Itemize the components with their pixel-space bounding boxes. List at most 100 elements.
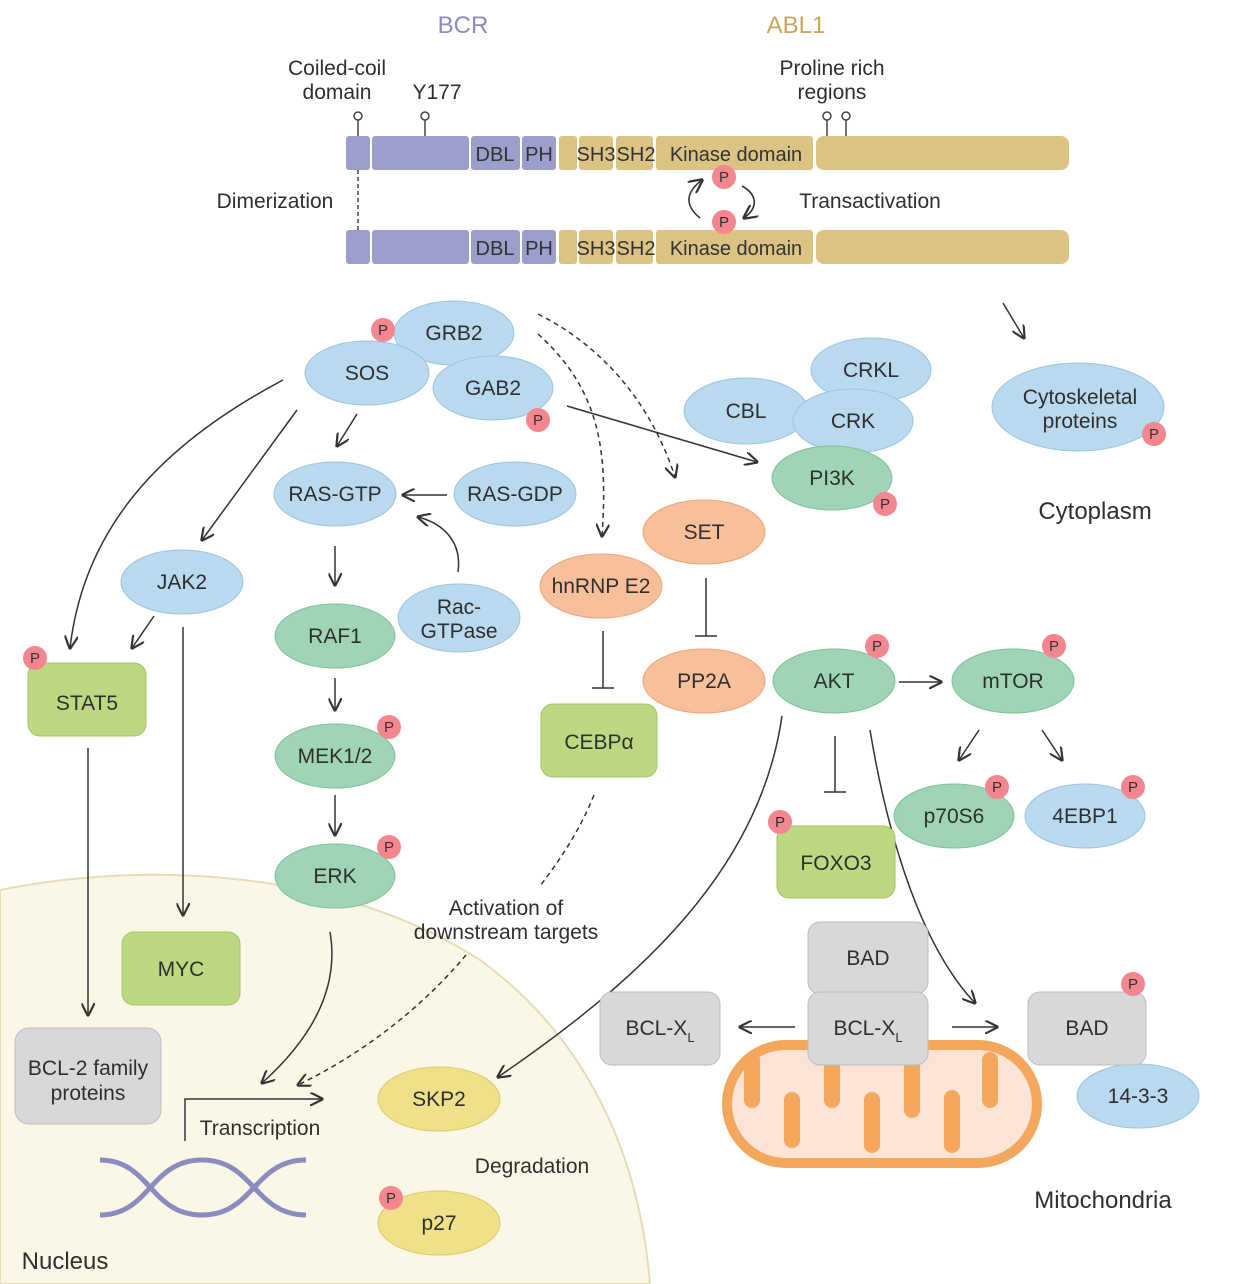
svg-text:hnRNP E2: hnRNP E2 — [552, 575, 651, 598]
svg-text:SKP2: SKP2 — [412, 1088, 466, 1111]
svg-text:P: P — [1049, 638, 1059, 655]
svg-text:SOS: SOS — [345, 362, 389, 385]
svg-text:RAS-GTP: RAS-GTP — [288, 483, 381, 506]
svg-text:MEK1/2: MEK1/2 — [298, 745, 373, 768]
node-skp2 — [377, 1066, 501, 1132]
phospho-mtor: P — [1042, 634, 1066, 658]
node-bcl2-family — [14, 1027, 162, 1125]
svg-text:BCL-XL: BCL-XL — [833, 1017, 902, 1045]
svg-text:P: P — [719, 169, 729, 186]
svg-text:P: P — [384, 719, 394, 736]
svg-text:GAB2: GAB2 — [465, 377, 521, 400]
phospho-gab2: P — [526, 408, 550, 432]
node-erk — [274, 843, 396, 909]
svg-text:RAS-GDP: RAS-GDP — [467, 483, 563, 506]
svg-text:14-3-3: 14-3-3 — [1108, 1085, 1169, 1108]
phospho-p70s6: P — [985, 775, 1009, 799]
svg-text:ERK: ERK — [313, 865, 356, 888]
nucleus-label: Nucleus — [22, 1248, 109, 1275]
svg-text:Rac-: Rac- — [437, 596, 481, 619]
svg-text:GTPase: GTPase — [420, 620, 497, 643]
node-cebpa — [540, 703, 658, 778]
node-4ebp1 — [1024, 783, 1146, 849]
svg-text:CBL: CBL — [726, 400, 767, 423]
mitochondria-label: Mitochondria — [1034, 1187, 1172, 1214]
domain-pins — [353, 111, 851, 136]
phospho-pi3k: P — [873, 492, 897, 516]
svg-text:P: P — [30, 650, 40, 667]
dna-helix-icon — [99, 1157, 307, 1218]
svg-text:P: P — [378, 322, 388, 339]
node-bad-right — [1027, 991, 1147, 1066]
inhibition-lines — [592, 578, 846, 793]
node-cytoskeletal-proteins — [991, 362, 1165, 452]
svg-text:P: P — [1128, 976, 1138, 993]
abl1-label: ABL1 — [767, 12, 826, 39]
node-ras-gtp — [273, 461, 397, 527]
dashed-arrows — [298, 313, 675, 1085]
node-hnrnp-e2 — [539, 553, 663, 619]
node-gab2 — [432, 355, 554, 421]
node-foxo3 — [776, 825, 896, 899]
svg-text:MYC: MYC — [158, 958, 205, 981]
svg-text:P: P — [1149, 426, 1159, 443]
svg-text:BAD: BAD — [846, 947, 889, 970]
svg-text:P: P — [384, 839, 394, 856]
coiled-coil-label-line2: domain — [303, 81, 372, 104]
phospho-mek: P — [377, 715, 401, 739]
node-p70s6 — [893, 783, 1015, 849]
pathway-arrows — [70, 302, 1062, 1083]
transactivation-label: Transactivation — [799, 190, 941, 213]
phospho-erk: P — [377, 835, 401, 859]
svg-text:P: P — [880, 496, 890, 513]
svg-text:FOXO3: FOXO3 — [800, 852, 871, 875]
svg-text:RAF1: RAF1 — [308, 625, 362, 648]
phospho-foxo3: P — [768, 810, 792, 834]
phospho-stat5: P — [23, 646, 47, 670]
phospho-cytoskeletal: P — [1142, 422, 1166, 446]
svg-text:p70S6: p70S6 — [924, 805, 985, 828]
node-stat5 — [27, 662, 147, 737]
svg-text:P: P — [719, 214, 729, 231]
bcr-label: BCR — [438, 12, 489, 39]
svg-text:proteins: proteins — [51, 1082, 126, 1105]
node-mtor — [951, 648, 1075, 714]
phospho-bad-right: P — [1121, 972, 1145, 996]
transactivation-arrow-right — [742, 185, 754, 218]
transactivation-arrow-left — [689, 180, 702, 219]
coiled-coil-label: Coiled-coil — [288, 57, 386, 80]
svg-text:JAK2: JAK2 — [157, 571, 207, 594]
svg-text:P: P — [1128, 779, 1138, 796]
domain-dbl-2: DBL — [476, 238, 515, 260]
node-akt — [772, 648, 896, 714]
svg-text:CRKL: CRKL — [843, 359, 899, 382]
node-sos — [304, 340, 430, 406]
svg-text:P: P — [872, 638, 882, 655]
svg-text:P: P — [533, 412, 543, 429]
node-myc — [121, 931, 241, 1006]
activation-label-line2: downstream targets — [414, 921, 598, 944]
domain-ph-2: PH — [525, 238, 553, 260]
fusion-protein-bottom: DBL PH SH3 SH2 Kinase domain — [346, 230, 1069, 264]
phospho-p27: P — [379, 1186, 403, 1210]
phospho-4ebp1: P — [1121, 775, 1145, 799]
svg-text:AKT: AKT — [814, 670, 855, 693]
svg-text:P: P — [992, 779, 1002, 796]
transactivation-phospho-bottom: P — [712, 210, 736, 234]
node-bcl-xl-left — [599, 991, 721, 1066]
node-pi3k — [771, 445, 893, 511]
transcription-arrow — [184, 1099, 322, 1141]
node-bcl-xl-mid — [807, 991, 929, 1066]
phospho-sos: P — [371, 318, 395, 342]
phospho-akt: P — [865, 634, 889, 658]
svg-text:PP2A: PP2A — [677, 670, 731, 693]
svg-text:SET: SET — [684, 521, 725, 544]
svg-text:CRK: CRK — [831, 410, 875, 433]
svg-text:PI3K: PI3K — [809, 467, 855, 490]
svg-text:BAD: BAD — [1065, 1017, 1108, 1040]
degradation-label: Degradation — [475, 1155, 589, 1178]
cytoplasm-label: Cytoplasm — [1038, 498, 1151, 525]
proline-rich-label-line2: regions — [798, 81, 867, 104]
svg-text:proteins: proteins — [1043, 410, 1118, 433]
